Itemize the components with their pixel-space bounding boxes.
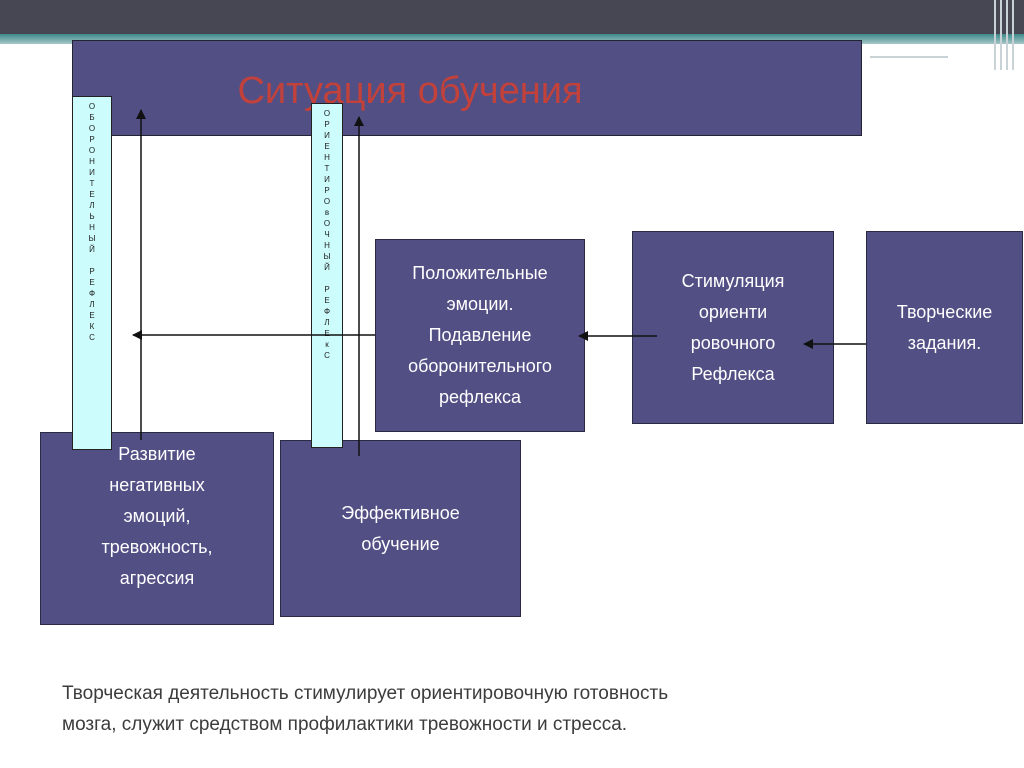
box-line: рефлекса: [438, 387, 522, 407]
strip-letter: И: [89, 168, 95, 177]
strip-letter: Б: [89, 113, 95, 122]
strip-letter: И: [324, 131, 330, 140]
box-line: негативных: [109, 475, 205, 495]
box-line: ровочного: [690, 332, 776, 353]
strip-letter: Ь: [89, 212, 95, 221]
situation-box: [72, 40, 862, 136]
strip-letter: О: [88, 146, 96, 155]
box-line: Эффективное: [341, 502, 460, 523]
strip-letter: к: [325, 340, 329, 349]
strip-letter: Л: [89, 300, 95, 309]
strip-letter: Е: [89, 311, 95, 320]
strip-letter: Т: [324, 164, 330, 173]
strip-letter: Н: [324, 153, 330, 162]
strip-letter: Ч: [324, 230, 330, 239]
strip-letter: Р: [89, 135, 95, 144]
strip-letter: О: [88, 124, 96, 133]
caption: Творческая деятельность стимулирует орие…: [62, 678, 962, 740]
box-line: Рефлекса: [691, 363, 775, 384]
box-line: задания.: [907, 332, 982, 353]
strip-letter: О: [323, 219, 331, 228]
box-line: эмоции.: [446, 294, 514, 314]
creative-tasks-box: Творческие задания.: [866, 231, 1023, 424]
box-line: ориенти: [698, 301, 768, 322]
strip-letter: Е: [89, 278, 95, 287]
decorative-line: [870, 56, 948, 58]
strip-letter: Л: [89, 201, 95, 210]
strip-letter: С: [89, 333, 95, 342]
box-line: эмоций,: [123, 506, 191, 526]
strip-letter: Е: [324, 329, 330, 338]
strip-letter: С: [324, 351, 330, 360]
strip-letter: Е: [324, 142, 330, 151]
strip-letter: Ы: [323, 252, 331, 261]
strip-letter: Р: [89, 267, 95, 276]
strip-letter: О: [323, 109, 331, 118]
box-line: Творческие: [896, 301, 993, 322]
strip-letter: Т: [89, 179, 95, 188]
caption-line: мозга, служит средством профилактики тре…: [62, 714, 628, 735]
strip-letter: Ф: [323, 307, 331, 316]
box-line: тревожность,: [101, 537, 213, 557]
box-line: Развитие: [118, 444, 196, 464]
strip-letter: в: [324, 208, 330, 217]
box-line: оборонительного: [408, 356, 552, 376]
strip-letter: Л: [324, 318, 330, 327]
box-line: Стимуляция: [681, 270, 785, 291]
strip-letter: Р: [324, 186, 330, 195]
strip-letter: Р: [324, 285, 330, 294]
negative-emotions-box: Развитие негативных эмоций, тревожность,…: [40, 432, 274, 625]
box-line: обучение: [361, 533, 440, 554]
strip-letter: Й: [89, 245, 95, 254]
header-bar: [0, 0, 1024, 34]
strip-letter: Р: [324, 120, 330, 129]
corner-decoration: [990, 0, 1024, 70]
strip-letter: О: [88, 102, 96, 111]
box-line: Положительные: [412, 263, 548, 283]
strip-letter: О: [323, 197, 331, 206]
stimulation-box: Стимуляция ориенти ровочного Рефлекса: [632, 231, 834, 424]
box-line: агрессия: [119, 568, 195, 588]
caption-line: Творческая деятельность стимулирует орие…: [62, 683, 669, 704]
strip-letter: К: [89, 322, 95, 331]
strip-letter: Й: [324, 263, 330, 272]
diagram-title: Ситуация обучения: [237, 70, 583, 112]
strip-letter: Н: [89, 157, 95, 166]
box-line: Подавление: [428, 325, 532, 345]
strip-letter: Е: [89, 190, 95, 199]
positive-emotions-box: Положительные эмоции. Подавление оборони…: [375, 239, 585, 432]
effective-learning-box: Эффективное обучение: [280, 440, 521, 617]
strip-letter: Н: [324, 241, 330, 250]
header-stripe: [0, 34, 1024, 44]
strip-letter: Ф: [88, 289, 96, 298]
strip-letter: И: [324, 175, 330, 184]
strip-letter: Н: [89, 223, 95, 232]
strip-letter: Ы: [88, 234, 96, 243]
strip-letter: Е: [324, 296, 330, 305]
